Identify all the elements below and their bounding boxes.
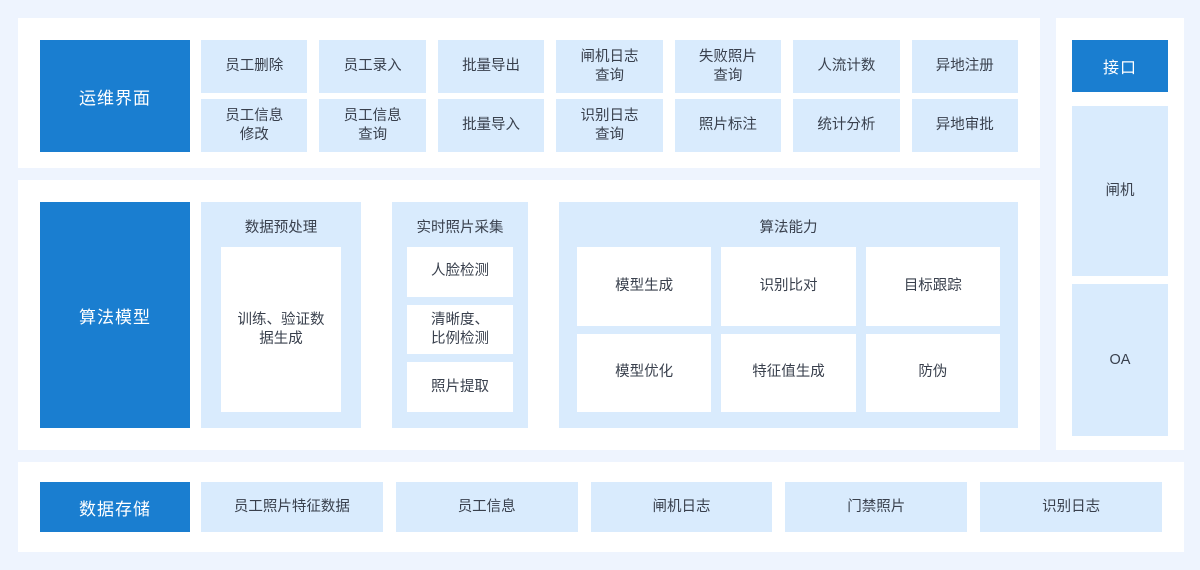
panel-body: 训练、验证数 据生成: [221, 247, 341, 412]
ops-section-card: 运维界面 员工删除 员工录入 批量导出 闸机日志 查询 失败照片 查询 人流计数…: [18, 18, 1040, 168]
panel-body: 模型生成 识别比对 目标跟踪 模型优化 特征值生成 防伪: [577, 247, 1000, 412]
ops-tile[interactable]: 批量导出: [437, 40, 545, 93]
ability-item[interactable]: 模型生成: [577, 247, 712, 326]
capture-item[interactable]: 清晰度、 比例检测: [407, 304, 513, 355]
panel-title: 算法能力: [759, 220, 818, 236]
ability-item[interactable]: 模型优化: [577, 333, 712, 412]
panel-body: 人脸检测 清晰度、 比例检测 照片提取: [407, 247, 513, 413]
ops-tile[interactable]: 员工录入: [319, 40, 426, 93]
panel-data-preprocess: 数据预处理 训练、验证数 据生成: [201, 202, 361, 428]
storage-tile[interactable]: 员工照片特征数据: [201, 482, 383, 532]
ops-tile[interactable]: 统计分析: [793, 99, 900, 152]
ops-tile[interactable]: 员工信息 修改: [201, 99, 308, 152]
ops-tile[interactable]: 异地审批: [911, 99, 1018, 152]
ops-tile[interactable]: 批量导入: [437, 99, 545, 152]
ops-tile[interactable]: 闸机日志 查询: [556, 40, 663, 93]
panel-algorithm-ability: 算法能力 模型生成 识别比对 目标跟踪 模型优化 特征值生成 防伪: [559, 202, 1018, 428]
storage-tile[interactable]: 门禁照片: [785, 482, 968, 532]
ability-item[interactable]: 识别比对: [721, 247, 856, 326]
ops-tile-grid: 员工删除 员工录入 批量导出 闸机日志 查询 失败照片 查询 人流计数 异地注册…: [201, 40, 1018, 152]
interface-section-label: 接口: [1072, 40, 1168, 92]
interface-tile[interactable]: OA: [1072, 284, 1168, 436]
ops-section-label: 运维界面: [40, 40, 190, 152]
ability-item[interactable]: 防伪: [865, 333, 1000, 412]
interface-section-card: 接口 闸机 OA: [1056, 18, 1184, 450]
preprocess-item[interactable]: 训练、验证数 据生成: [221, 247, 341, 412]
ops-tile[interactable]: 失败照片 查询: [674, 40, 782, 93]
ops-tile[interactable]: 异地注册: [911, 40, 1018, 93]
ability-item[interactable]: 特征值生成: [721, 333, 856, 412]
storage-section-label: 数据存储: [40, 482, 190, 532]
capture-item[interactable]: 照片提取: [407, 362, 513, 413]
ops-tile[interactable]: 识别日志 查询: [556, 99, 663, 152]
ability-item[interactable]: 目标跟踪: [865, 247, 1000, 326]
storage-tile[interactable]: 识别日志: [980, 482, 1162, 532]
ops-tile[interactable]: 员工信息 查询: [319, 99, 426, 152]
ops-tile[interactable]: 员工删除: [201, 40, 308, 93]
panel-title: 数据预处理: [244, 220, 318, 236]
panel-realtime-capture: 实时照片采集 人脸检测 清晰度、 比例检测 照片提取: [392, 202, 528, 428]
capture-item[interactable]: 人脸检测: [407, 247, 513, 297]
storage-tile-row: 员工照片特征数据 员工信息 闸机日志 门禁照片 识别日志: [201, 482, 1162, 532]
algorithm-section-card: 算法模型 数据预处理 训练、验证数 据生成 实时照片采集 人脸检测 清晰度、 比…: [18, 180, 1040, 450]
storage-tile[interactable]: 员工信息: [395, 482, 578, 532]
storage-section-card: 数据存储 员工照片特征数据 员工信息 闸机日志 门禁照片 识别日志: [18, 462, 1184, 552]
ops-tile[interactable]: 照片标注: [674, 99, 782, 152]
ops-tile[interactable]: 人流计数: [793, 40, 900, 93]
storage-tile[interactable]: 闸机日志: [590, 482, 773, 532]
panel-title: 实时照片采集: [416, 220, 504, 236]
interface-tile[interactable]: 闸机: [1072, 106, 1168, 276]
algorithm-section-label: 算法模型: [40, 202, 190, 428]
